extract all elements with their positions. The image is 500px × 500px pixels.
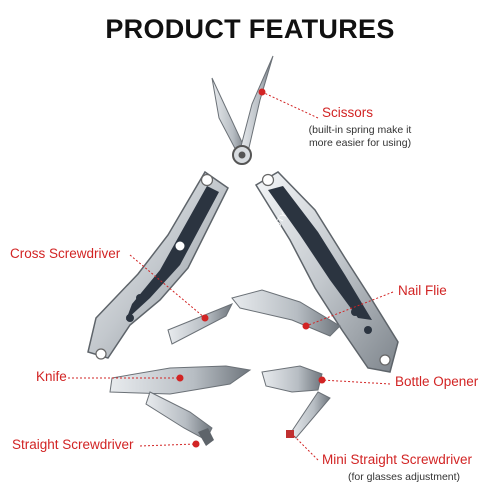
scissors-label: Scissors [322,105,374,120]
scissors-note-line2: more easier for using) [308,137,412,149]
left-handle [87,170,229,360]
straight-screwdriver-tool [145,391,214,446]
nail-file-label: Nail Flie [398,283,447,298]
bottle-opener-tool [261,365,323,393]
nail-file-tool [231,289,341,337]
scissors-note-line1: (built-in spring make it [308,124,412,136]
bottle-opener-label: Bottle Opener [395,374,479,389]
knife-label: Knife [36,369,67,384]
straight-screwdriver-label: Straight Screwdriver [12,437,134,452]
cross-screwdriver-tool [167,303,234,345]
right-handle [254,171,399,373]
page-title: PRODUCT FEATURES [105,14,395,44]
mini-screwdriver-tool [286,391,331,439]
scissors-blades [211,55,274,159]
cross-screwdriver-label: Cross Screwdriver [10,246,121,261]
mini-screwdriver-note: (for glasses adjustment) [348,471,461,483]
brand-logo-icon [175,241,185,251]
mini-straight-screwdriver-label: Mini Straight Screwdriver [322,452,473,467]
callout-lines [68,88,394,461]
